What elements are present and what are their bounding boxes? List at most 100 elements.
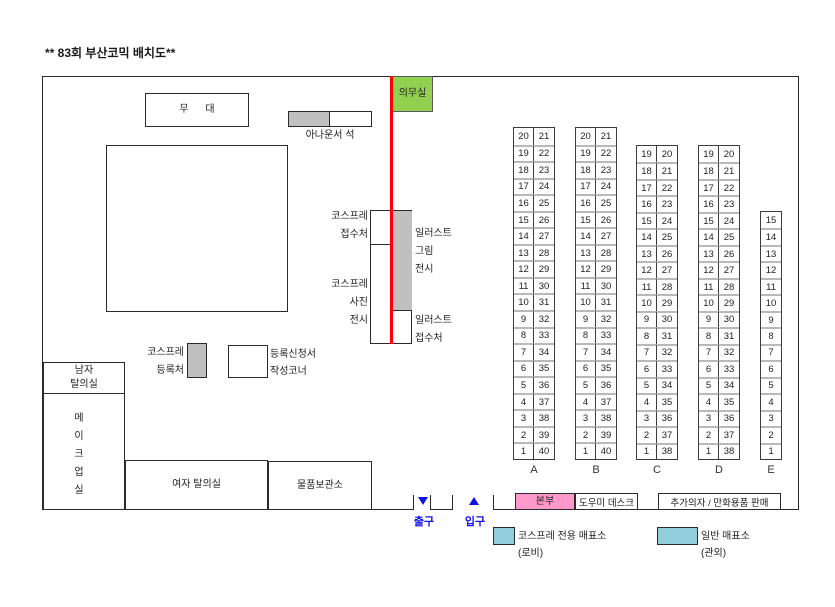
seat-cell: 27 [534, 227, 554, 244]
seat-cell: 7 [576, 343, 596, 360]
page-title: ** 83회 부산코믹 배치도** [45, 46, 176, 60]
seat-cell: 36 [596, 376, 616, 393]
illust-exhibit-label: 그림 [415, 246, 434, 257]
seat-cell: 10 [699, 294, 719, 311]
seat-cell: 14 [637, 228, 657, 245]
table-label-a: A [530, 464, 538, 476]
seat-cell: 3 [637, 409, 657, 427]
seat-cell: 14 [699, 228, 719, 245]
seat-cell: 13 [699, 244, 719, 262]
seat-cell: 10 [576, 293, 596, 311]
seat-cell: 26 [534, 210, 554, 228]
illust-reception-label: 일러스트 [415, 315, 452, 326]
seat-cell: 27 [657, 261, 677, 278]
form-corner-box [228, 345, 268, 378]
seat-cell: 14 [761, 228, 781, 245]
seat-cell: 8 [576, 326, 596, 344]
mens-makeup-box [43, 362, 125, 510]
seat-cell: 18 [576, 161, 596, 178]
door-jamb [493, 495, 494, 510]
seat-cell: 21 [719, 162, 739, 179]
seat-cell: 23 [534, 161, 554, 178]
seat-cell: 24 [534, 177, 554, 195]
storage-box: 물품보관소 [268, 461, 372, 510]
seat-cell: 7 [699, 343, 719, 361]
seat-cell: 28 [657, 277, 677, 295]
table-label-d: D [715, 464, 723, 476]
seat-cell: 7 [761, 343, 781, 361]
seat-cell: 33 [719, 360, 739, 377]
cosplay-reception-label: 코스프레 [331, 211, 368, 222]
seat-cell: 9 [576, 310, 596, 327]
seat-cell: 11 [576, 276, 596, 294]
seat-cell: 2 [576, 425, 596, 443]
seat-cell: 10 [514, 293, 534, 311]
seat-cell: 28 [534, 243, 554, 261]
seat-cell: 6 [637, 360, 657, 377]
seat-cell: 3 [514, 409, 534, 426]
cosplay-ticket-swatch [493, 527, 515, 545]
seat-cell: 9 [761, 310, 781, 328]
entrance-arrow-icon [469, 497, 479, 505]
seat-cell: 31 [596, 293, 616, 311]
seat-cell: 8 [761, 327, 781, 344]
seat-cell: 1 [699, 442, 719, 459]
seat-cell: 1 [514, 442, 534, 459]
seat-cell: 34 [534, 343, 554, 360]
seat-cell: 27 [596, 227, 616, 244]
seat-cell: 6 [761, 360, 781, 377]
seat-cell: 31 [719, 327, 739, 344]
stage-box: 무 대 [145, 93, 249, 127]
seat-cell: 20 [719, 146, 739, 163]
extra-sales-box: 추가의자 / 만화용품 판매 [658, 493, 781, 510]
seat-cell: 8 [699, 327, 719, 344]
seat-cell: 12 [576, 260, 596, 277]
seat-cell: 40 [596, 442, 616, 459]
seat-cell: 13 [637, 244, 657, 262]
table-label-b: B [592, 464, 600, 476]
seat-cell: 4 [699, 393, 719, 410]
seat-cell: 6 [576, 359, 596, 377]
reception-divider [371, 244, 391, 245]
seat-cell: 5 [699, 376, 719, 394]
door-jamb [413, 495, 414, 510]
seat-cell: 26 [657, 244, 677, 262]
seat-cell: 13 [576, 243, 596, 261]
seat-cell: 5 [637, 376, 657, 394]
seat-cell: 8 [514, 326, 534, 344]
illust-reception-label: 접수처 [415, 333, 443, 344]
seat-cell: 31 [534, 293, 554, 311]
seat-cell: 29 [657, 294, 677, 311]
seat-cell: 38 [719, 442, 739, 459]
announcer-label: 아나운서 석 [305, 130, 355, 141]
hq-box: 본부 [515, 493, 575, 510]
seat-cell: 35 [657, 393, 677, 410]
seat-cell: 12 [699, 261, 719, 278]
seat-cell: 6 [514, 359, 534, 377]
seat-cell: 8 [637, 327, 657, 344]
seat-cell: 22 [719, 178, 739, 196]
seat-cell: 38 [657, 442, 677, 459]
seat-cell: 16 [637, 195, 657, 212]
seat-cell: 4 [514, 392, 534, 410]
cosplay-registration-desk [187, 343, 207, 378]
seat-cell: 16 [699, 195, 719, 212]
seat-cell: 36 [534, 376, 554, 393]
room-divider [44, 393, 124, 394]
seat-cell: 30 [719, 310, 739, 328]
seat-cell: 37 [719, 426, 739, 443]
seat-cell: 14 [576, 227, 596, 244]
seat-cell: 35 [596, 359, 616, 377]
seat-cell: 24 [719, 211, 739, 229]
seat-cell: 32 [534, 310, 554, 327]
seat-cell: 38 [596, 409, 616, 426]
seat-cell: 33 [596, 326, 616, 344]
cosplay-registration-label: 등록처 [156, 365, 184, 376]
seat-cell: 29 [719, 294, 739, 311]
seat-cell: 11 [699, 277, 719, 295]
